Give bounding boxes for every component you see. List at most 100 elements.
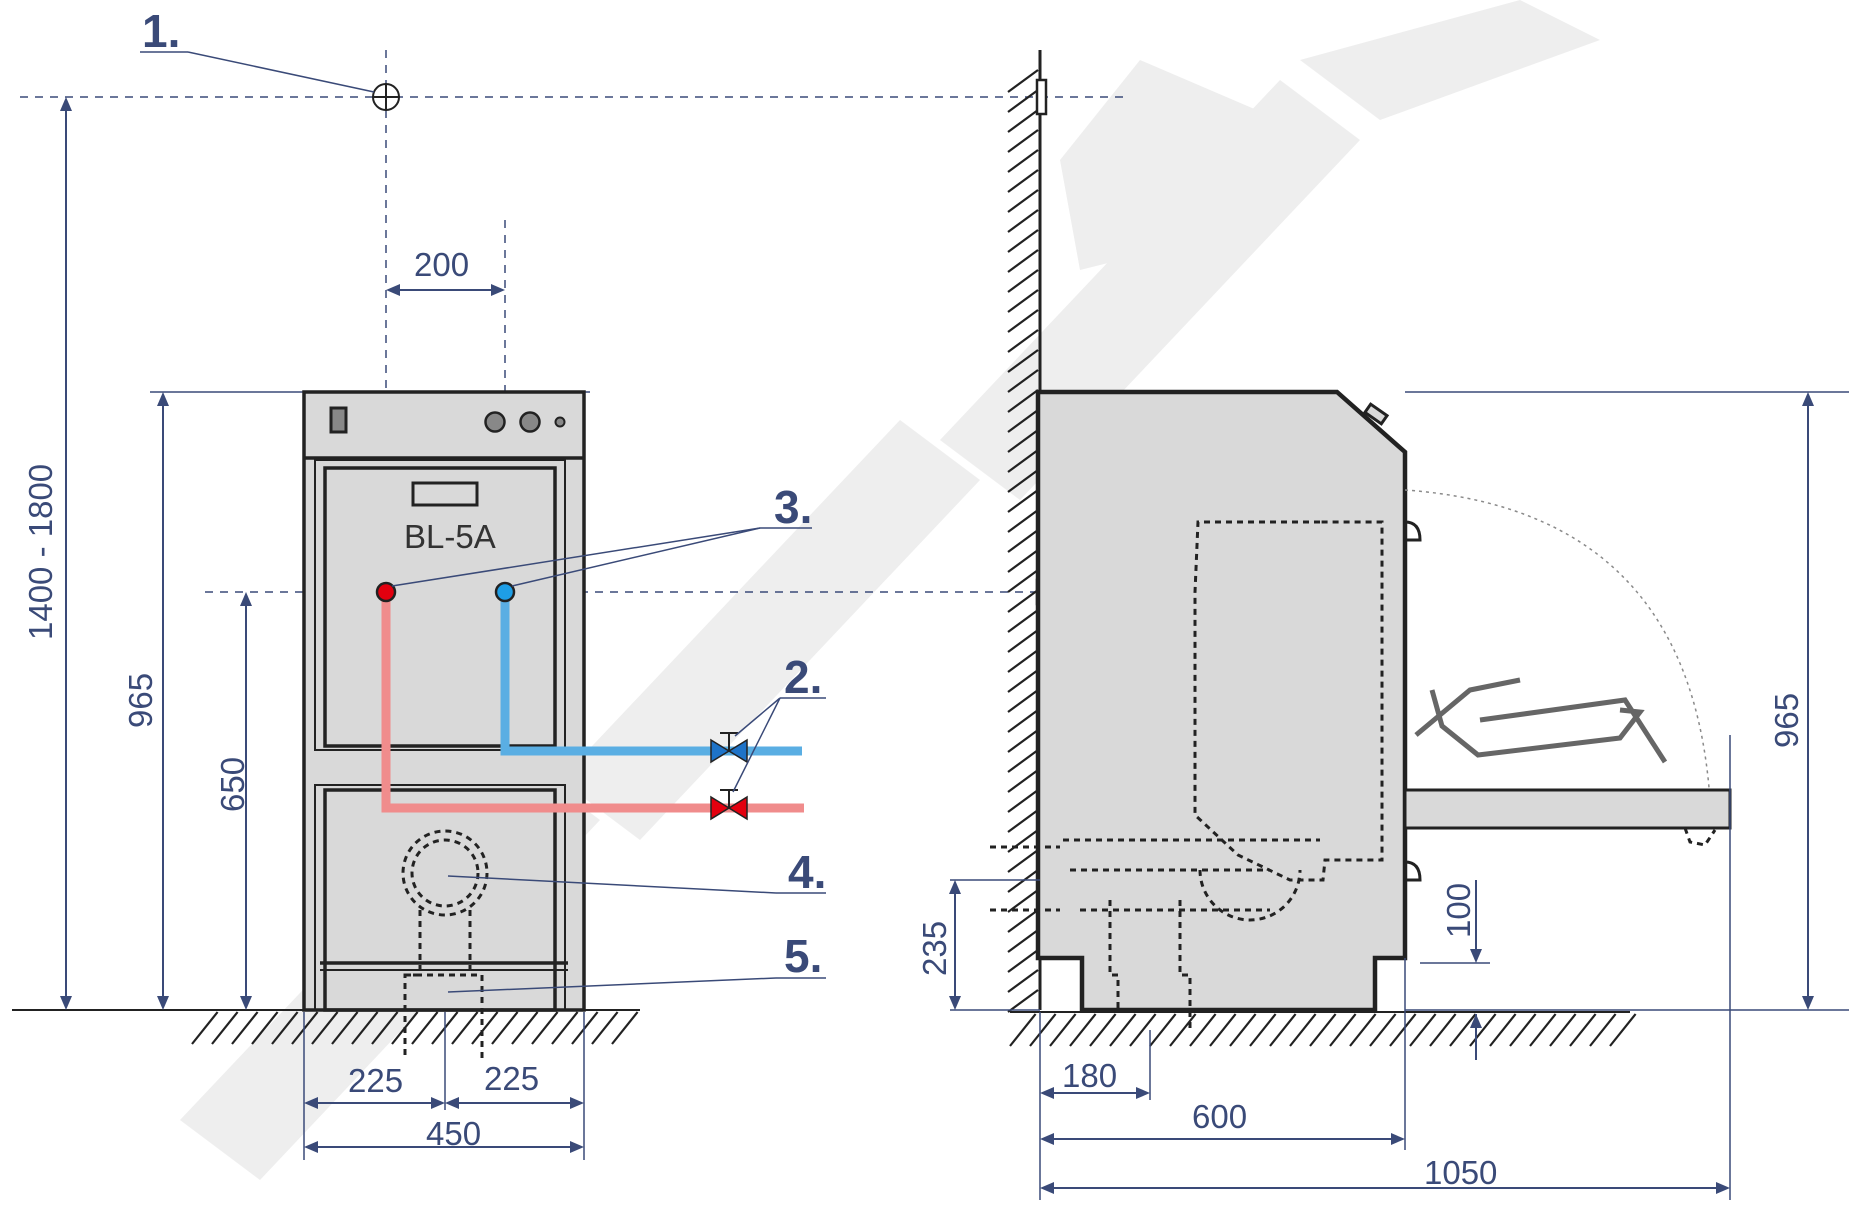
callout-1: 1. xyxy=(142,5,180,57)
hatch-stroke xyxy=(1529,1013,1557,1047)
hatch-stroke xyxy=(1007,909,1039,933)
hatch-stroke xyxy=(1007,389,1039,413)
hatch-stroke xyxy=(271,1011,299,1045)
hatch-stroke xyxy=(1007,589,1039,613)
hatch-stroke xyxy=(1007,669,1039,693)
hatch-stroke xyxy=(191,1011,219,1045)
dim-side-depth: 600 xyxy=(1192,1098,1247,1135)
hatch-stroke xyxy=(1007,229,1039,253)
hatch-stroke xyxy=(1007,189,1039,213)
hot-connection-node xyxy=(375,581,397,603)
hatch-stroke xyxy=(1309,1013,1337,1047)
hatch-stroke xyxy=(331,1011,359,1045)
hatch-stroke xyxy=(1269,1013,1297,1047)
dim-right-half-width: 225 xyxy=(484,1060,539,1097)
hatch-stroke xyxy=(611,1011,639,1045)
hatch-stroke xyxy=(411,1011,439,1045)
hatch-stroke xyxy=(1069,1013,1097,1047)
hatch-stroke xyxy=(351,1011,379,1045)
hatch-stroke xyxy=(231,1011,259,1045)
hatch-stroke xyxy=(1007,809,1039,833)
hatch-stroke xyxy=(591,1011,619,1045)
hatch-stroke xyxy=(1169,1013,1197,1047)
hatch-stroke xyxy=(1007,329,1039,353)
side-dimension-lines xyxy=(949,391,1849,1200)
hatch-stroke xyxy=(1007,789,1039,813)
hatch-stroke xyxy=(471,1011,499,1045)
dim-flue-height: 235 xyxy=(916,921,953,976)
hatch-stroke xyxy=(1409,1013,1437,1047)
hatch-stroke xyxy=(291,1011,319,1045)
hot-valve-icon xyxy=(710,789,748,821)
ash-tray xyxy=(1403,677,1732,847)
hatch-stroke xyxy=(1449,1013,1477,1047)
hatch-stroke xyxy=(1007,489,1039,513)
dim-total-depth: 1050 xyxy=(1424,1154,1497,1191)
hatch-stroke xyxy=(1007,109,1039,133)
hatch-stroke xyxy=(1007,409,1039,433)
callout-leaders xyxy=(140,51,826,993)
dim-pipe-spacing: 200 xyxy=(414,246,469,283)
hatch-stroke xyxy=(1329,1013,1357,1047)
hatch-stroke xyxy=(1007,929,1039,953)
dim-side-height: 965 xyxy=(1768,693,1805,748)
hatch-stroke xyxy=(1029,1013,1057,1047)
hatch-stroke xyxy=(1007,209,1039,233)
hatch-stroke xyxy=(1469,1013,1497,1047)
hatch-stroke xyxy=(1049,1013,1077,1047)
hatch-stroke xyxy=(1007,249,1039,273)
hatch-stroke xyxy=(1009,1013,1037,1047)
floor-hatch-side xyxy=(1009,1011,1637,1047)
hatch-stroke xyxy=(491,1011,519,1045)
hatch-stroke xyxy=(1289,1013,1317,1047)
hatch-stroke xyxy=(1007,629,1039,653)
hatch-stroke xyxy=(1007,609,1039,633)
hatch-stroke xyxy=(1007,729,1039,753)
hatch-stroke xyxy=(1007,829,1039,853)
hatch-stroke xyxy=(1007,449,1039,473)
hatch-stroke xyxy=(571,1011,599,1045)
hatch-stroke xyxy=(1007,369,1039,393)
hatch-stroke xyxy=(1109,1013,1137,1047)
callout-5: 5. xyxy=(784,930,822,982)
model-label: BL-5A xyxy=(404,518,496,555)
dim-front-width: 450 xyxy=(426,1115,481,1152)
hatch-stroke xyxy=(1007,549,1039,573)
hatch-stroke xyxy=(1389,1013,1417,1047)
hatch-stroke xyxy=(1007,849,1039,873)
wall xyxy=(1007,50,1048,1013)
hatch-stroke xyxy=(551,1011,579,1045)
dim-chimney-height: 1400 - 1800 xyxy=(22,464,59,640)
hatch-stroke xyxy=(1609,1013,1637,1047)
hatch-stroke xyxy=(1007,689,1039,713)
cold-pipe xyxy=(500,592,802,756)
callout-2: 2. xyxy=(784,651,822,703)
cold-valve-icon xyxy=(710,732,748,764)
hatch-stroke xyxy=(1007,769,1039,793)
hatch-stroke xyxy=(1209,1013,1237,1047)
hatch-stroke xyxy=(1007,349,1039,373)
hatch-stroke xyxy=(1007,469,1039,493)
hatch-stroke xyxy=(1007,269,1039,293)
cold-connection-node xyxy=(494,581,516,603)
hatch-stroke xyxy=(1007,749,1039,773)
dim-front-height: 965 xyxy=(122,673,159,728)
hatch-stroke xyxy=(451,1011,479,1045)
hatch-stroke xyxy=(1007,649,1039,673)
hot-pipe xyxy=(381,592,804,813)
hatch-stroke xyxy=(1229,1013,1257,1047)
dim-flue-offset: 180 xyxy=(1062,1057,1117,1094)
hatch-stroke xyxy=(1589,1013,1617,1047)
hatch-stroke xyxy=(1007,949,1039,973)
callout-4: 4. xyxy=(788,846,826,898)
side-boiler xyxy=(990,389,1422,1030)
hatch-stroke xyxy=(1429,1013,1457,1047)
door-swing-arc xyxy=(1404,489,1711,801)
hatch-stroke xyxy=(1007,709,1039,733)
hatch-stroke xyxy=(1569,1013,1597,1047)
hatch-stroke xyxy=(1089,1013,1117,1047)
hatch-stroke xyxy=(211,1011,239,1045)
hatch-stroke xyxy=(1369,1013,1397,1047)
hatch-stroke xyxy=(1007,889,1039,913)
